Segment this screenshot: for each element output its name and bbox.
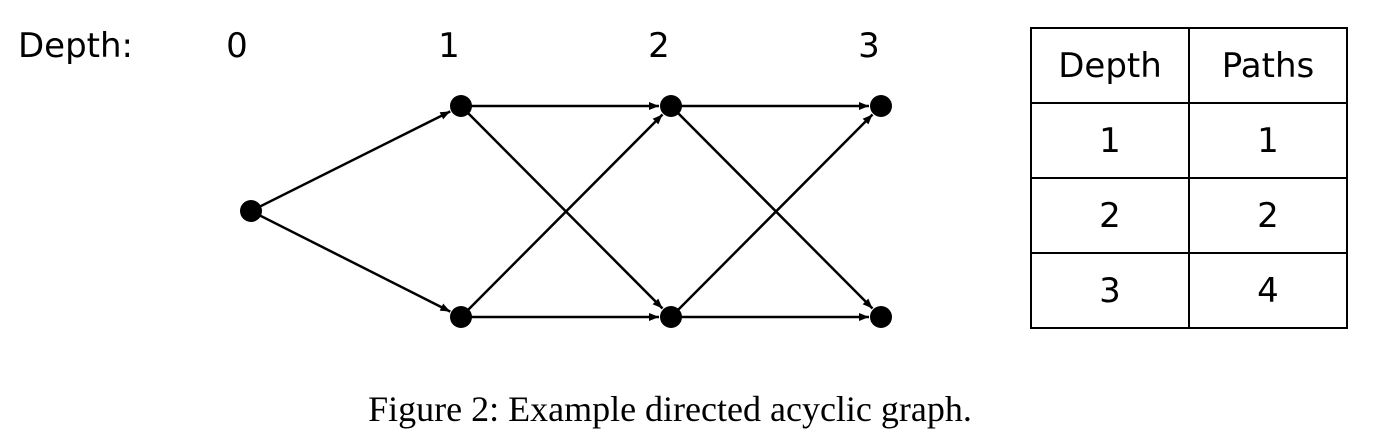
table-cell-depth: 3 (1030, 252, 1190, 329)
table-row: 2 2 (1030, 177, 1348, 254)
graph-node-n2a (660, 95, 682, 117)
table-header-paths: Paths (1188, 27, 1348, 104)
graph-node-n3a (870, 95, 892, 117)
table-cell-depth: 2 (1030, 177, 1190, 254)
depth-label-2: 2 (648, 26, 670, 66)
table-header-row: Depth Paths (1030, 27, 1348, 104)
graph-node-n1b (450, 306, 472, 328)
table-cell-paths: 2 (1188, 177, 1348, 254)
depth-label-3: 3 (858, 26, 880, 66)
table-row: 3 4 (1030, 252, 1348, 329)
graph-node-n3b (870, 306, 892, 328)
table-row: 1 1 (1030, 102, 1348, 179)
graph-node-n1a (450, 95, 472, 117)
table-header-depth: Depth (1030, 27, 1190, 104)
table-cell-paths: 1 (1188, 102, 1348, 179)
table-cell-depth: 1 (1030, 102, 1190, 179)
depth-paths-table: Depth Paths 1 1 2 2 3 4 (1030, 27, 1348, 329)
edge-n0-n1b (250, 209, 451, 313)
table-cell-paths: 4 (1188, 252, 1348, 329)
edge-n2a-n3b (670, 105, 874, 310)
dag-graph (240, 95, 892, 328)
depth-label-1: 1 (438, 26, 460, 66)
graph-node-n0 (240, 200, 262, 222)
edge-n0-n1a (250, 110, 451, 213)
depth-heading: Depth: (18, 26, 134, 66)
figure-caption: Figure 2: Example directed acyclic graph… (368, 389, 972, 429)
graph-node-n2b (660, 306, 682, 328)
depth-label-0: 0 (226, 26, 248, 66)
edge-n1a-n2b (460, 105, 664, 310)
edge-n2b-n3a (670, 113, 874, 318)
edge-n1b-n2a (460, 113, 664, 318)
